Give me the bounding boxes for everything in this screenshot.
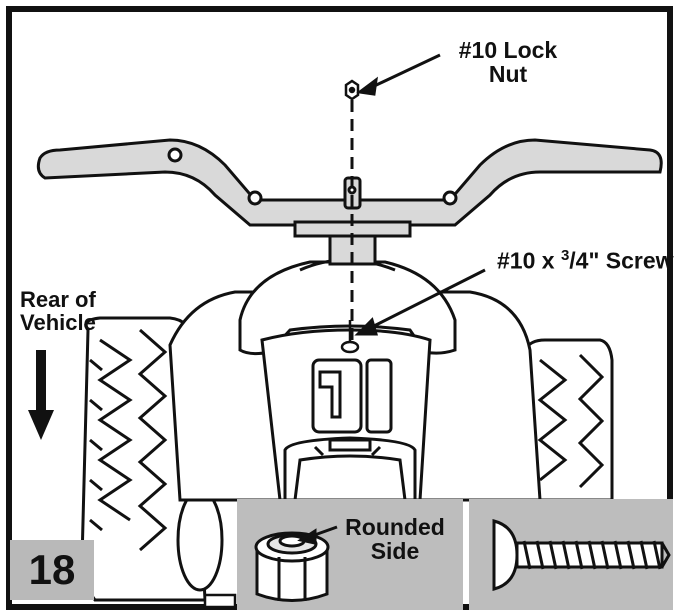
- rear-of-vehicle-label: Rear of Vehicle: [20, 288, 96, 334]
- vehicle-body: [168, 258, 542, 502]
- screw-icon: [340, 320, 360, 354]
- screw-label-rest: /4" Screw: [569, 247, 674, 274]
- rounded-label-line1: Rounded: [345, 514, 445, 540]
- screw-label: #10 x 3/4" Screw: [497, 248, 674, 273]
- step-number-badge: 18: [10, 540, 94, 600]
- lock-nut-detail-icon: [254, 525, 338, 602]
- lock-nut-label-line1: #10 Lock: [458, 37, 558, 63]
- handlebar: [36, 138, 663, 266]
- screw-label-size: #10 x: [497, 247, 561, 274]
- lock-nut-label: #10 Lock Nut: [448, 38, 568, 86]
- rounded-side-label: Rounded Side: [340, 515, 450, 563]
- rear-label-line1: Rear of: [20, 287, 96, 312]
- screw-detail-inset: [469, 499, 673, 610]
- screw-detail-icon: [492, 519, 671, 591]
- down-arrow-icon: [28, 350, 54, 440]
- screw-label-fraction-num: 3: [560, 247, 570, 264]
- leader-arrows: [354, 53, 486, 336]
- rounded-label-line2: Side: [370, 538, 420, 565]
- lock-nut-detail-inset: [237, 499, 463, 610]
- right-tire: [523, 338, 614, 502]
- rear-label-line2: Vehicle: [20, 310, 96, 336]
- rear-peg: [203, 593, 237, 609]
- lock-nut-label-line2: Nut: [488, 61, 528, 88]
- lock-nut-icon: [344, 79, 360, 101]
